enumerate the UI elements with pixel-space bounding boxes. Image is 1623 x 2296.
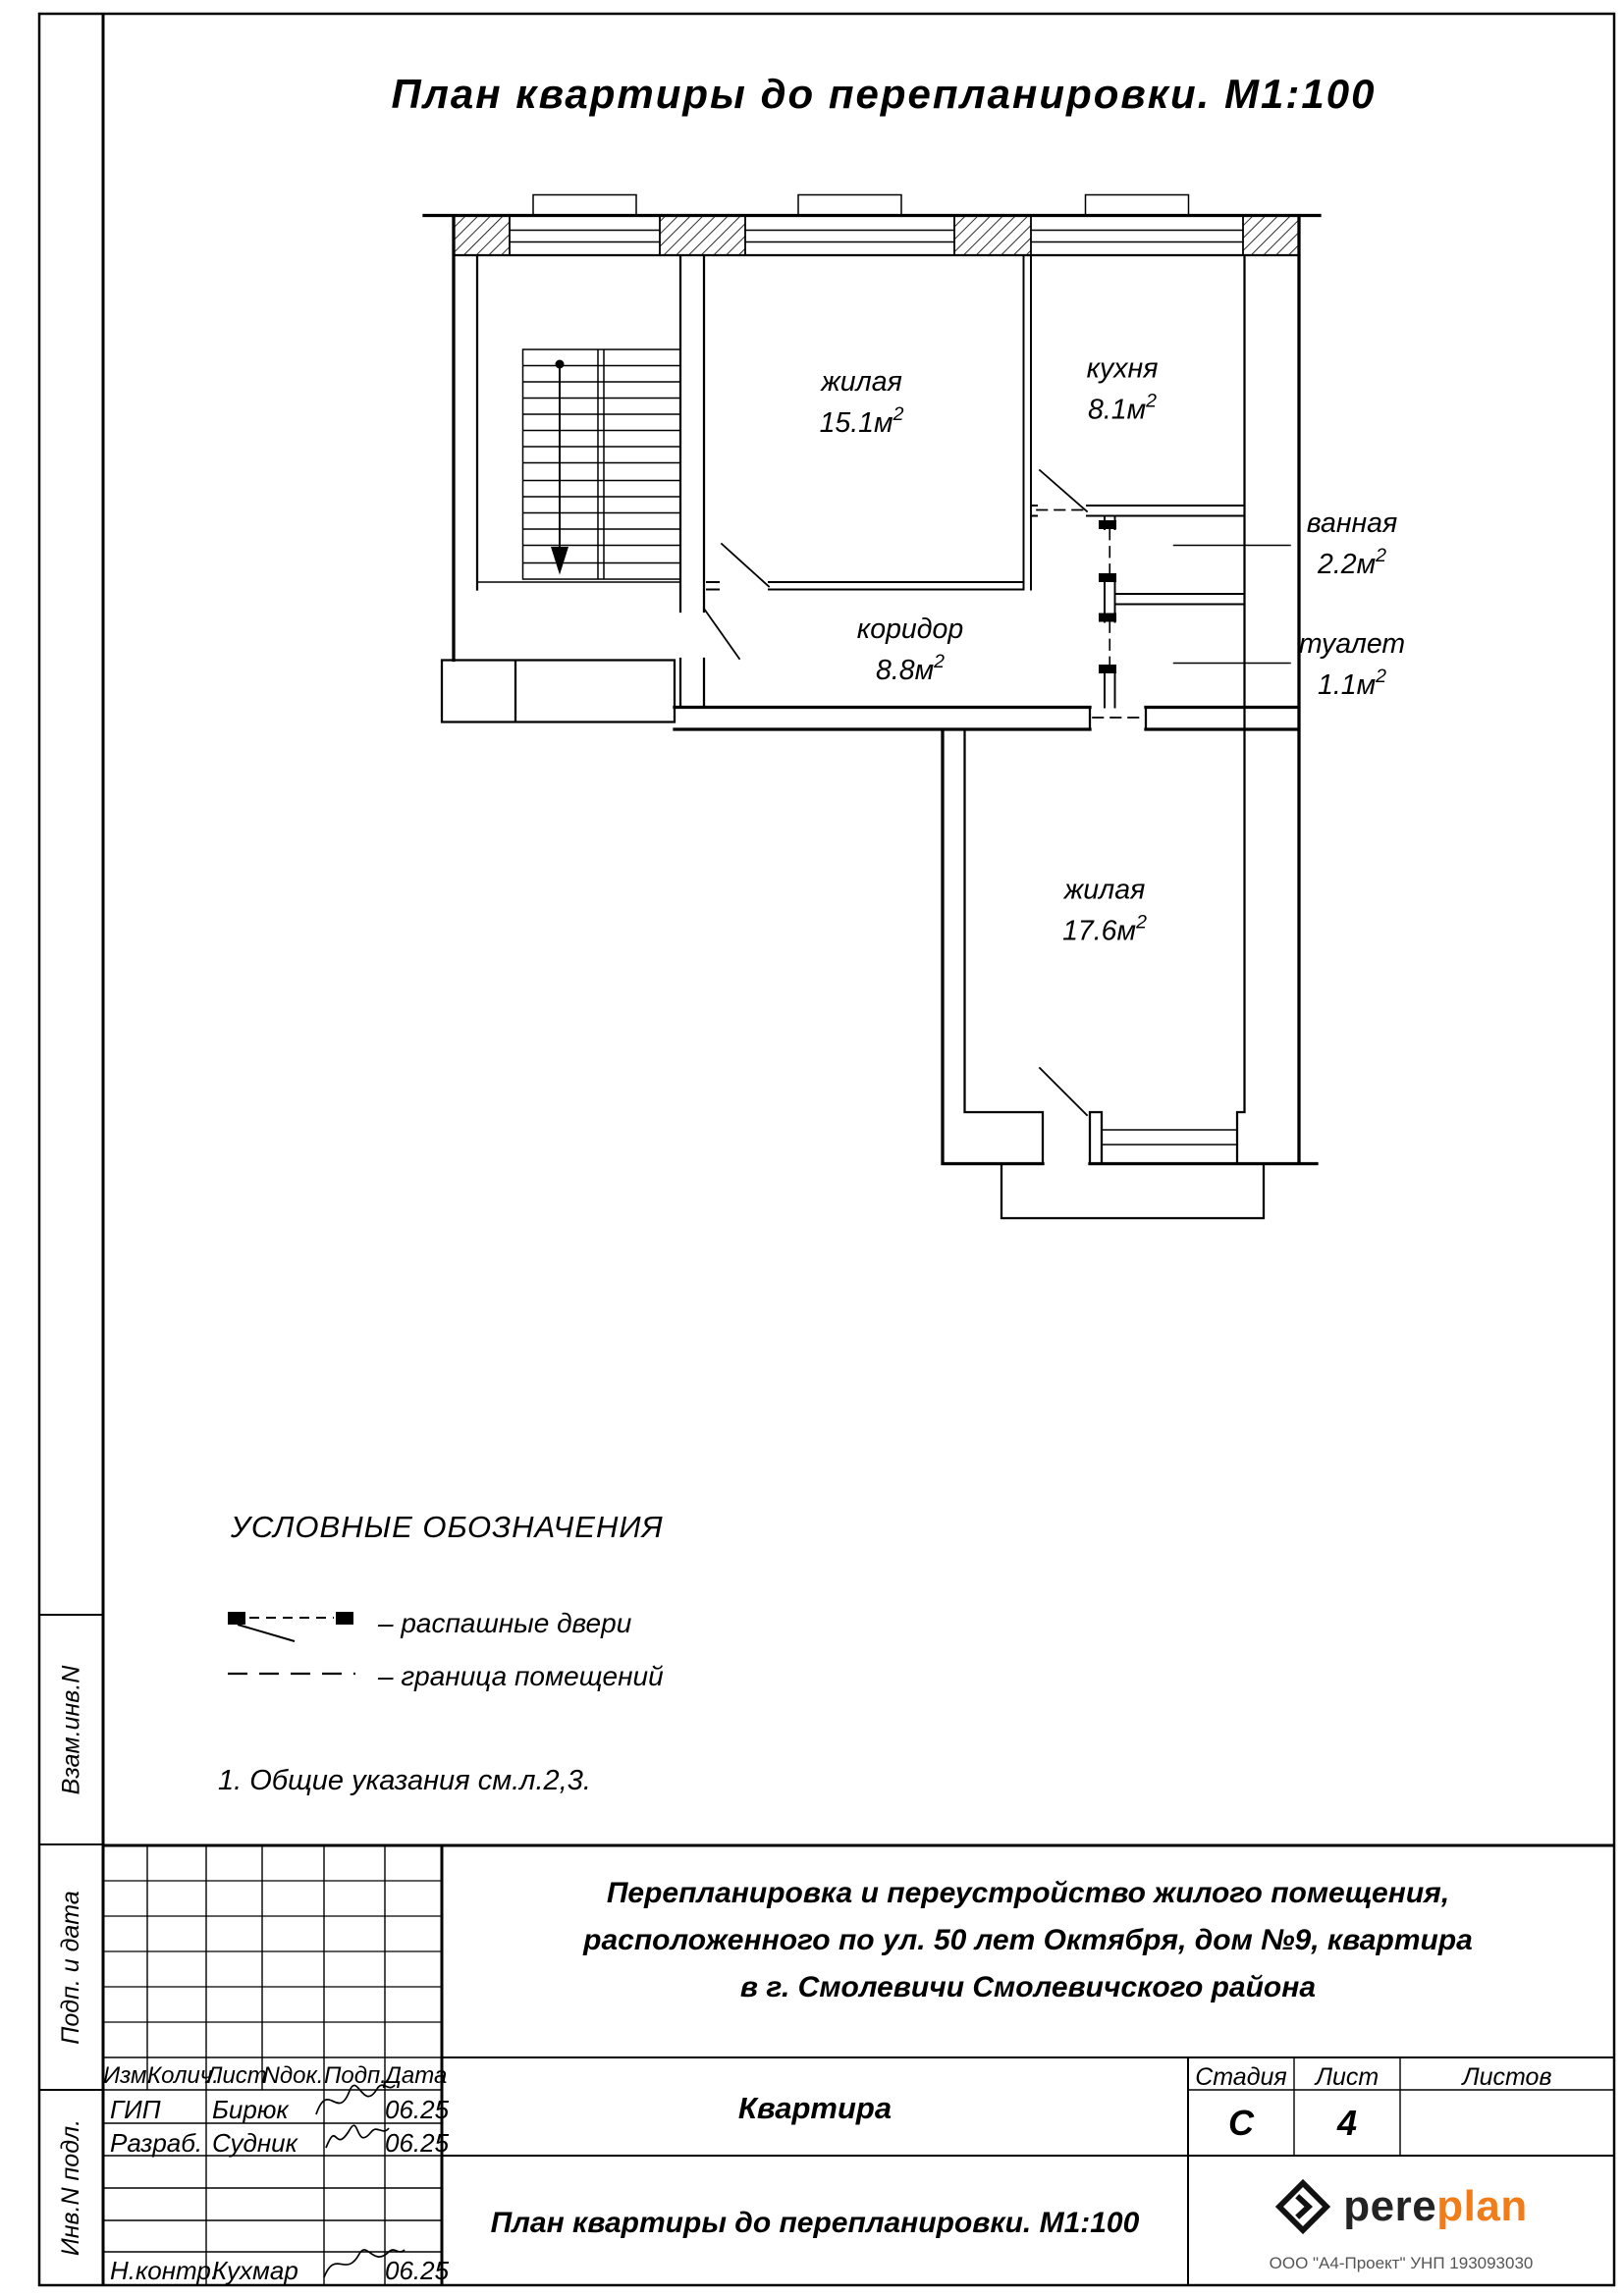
staff-role: ГИП (110, 2095, 161, 2124)
room-label-living-1: жилая 15.1м2 (819, 366, 903, 439)
col-izm: Изм. (103, 2062, 154, 2089)
staff-date: 06.25 (385, 2095, 450, 2124)
org-details: ООО "А4-Проект" УНП 193093030 (1269, 2254, 1534, 2272)
svg-text:15.1м2: 15.1м2 (820, 403, 904, 439)
exterior-walls (422, 213, 1322, 1166)
stage-label: Стадия (1195, 2063, 1287, 2091)
svg-text:ванная: ванная (1307, 507, 1398, 539)
sidebar-box-vzam: Взам.инв.N (39, 1615, 103, 1844)
outer-border (37, 12, 1616, 2287)
wall-piers (453, 214, 1300, 256)
drawing-name: План квартиры до перепланировки. М1:100 (490, 2207, 1140, 2239)
sidebar-box-podp: Подп. и дата (39, 1844, 103, 2090)
svg-text:8.1м2: 8.1м2 (1088, 391, 1157, 426)
room-name: туалет (1299, 628, 1405, 660)
col-data: Дата (385, 2062, 448, 2089)
signature-razrab (325, 2124, 390, 2149)
svg-text:туалет: туалет (1299, 628, 1405, 660)
sheet-label: Лист (1315, 2063, 1380, 2091)
staff-role: Разраб. (110, 2128, 203, 2158)
staff-name: Кухмар (212, 2256, 298, 2285)
project-description-line3: в г. Смолевичи Смолевичского района (739, 1971, 1317, 2003)
room-area: 8.1м (1088, 395, 1146, 426)
room-label-toilet: туалет 1.1м2 (1299, 628, 1405, 701)
swing-doors-icon (228, 1612, 353, 1642)
room-area: 8.8м (876, 655, 934, 686)
room-name: жилая (1062, 875, 1146, 906)
col-kolich: Колич. (147, 2062, 219, 2089)
room-area: 2.2м (1317, 549, 1376, 580)
svg-text:8.8м2: 8.8м2 (876, 651, 945, 686)
stair-arrow-head (551, 547, 568, 575)
project-description-line1: Перепланировка и переустройство жилого п… (606, 1877, 1450, 1909)
general-note: 1. Общие указания см.л.2,3. (218, 1765, 591, 1796)
room-area: 17.6м (1062, 916, 1136, 947)
svg-text:коридор: коридор (857, 614, 963, 645)
room-boundary-dashes (1036, 508, 1144, 719)
staff-date: 06.25 (385, 2128, 450, 2158)
brand-plan: plan (1436, 2182, 1528, 2230)
col-podp: Подп. (324, 2062, 387, 2089)
room-label-corridor: коридор 8.8м2 (857, 614, 963, 686)
sidebar-label: Подп. и дата (57, 1890, 85, 2045)
stage-value: С (1228, 2103, 1254, 2143)
window-sills (532, 193, 1190, 217)
room-labels: жилая 15.1м2 кухня 8.1м2 ванная 2.2м2 ту… (819, 353, 1405, 947)
signature-gip (315, 2084, 396, 2115)
room-boundary-icon (228, 1672, 355, 1676)
org-logo: pereplan (1188, 2171, 1614, 2242)
room-name: ванная (1307, 507, 1398, 539)
room-name: кухня (1087, 353, 1159, 385)
legend-item-boundary: – граница помещений (378, 1661, 664, 1691)
svg-text:2.2м2: 2.2м2 (1317, 545, 1386, 580)
sidebar-label: Взам.инв.N (57, 1665, 84, 1794)
svg-text:кухня: кухня (1087, 353, 1159, 385)
sheet-value: 4 (1336, 2103, 1358, 2143)
sheets-label: Листов (1462, 2063, 1552, 2091)
sidebar-box-inv: Инв.N подл. (39, 2090, 103, 2284)
page-title: План квартиры до перепланировки. М1:100 (391, 71, 1377, 117)
svg-text:жилая: жилая (819, 366, 902, 398)
legend-heading: УСЛОВНЫЕ ОБОЗНАЧЕНИЯ (231, 1510, 664, 1544)
staff-date: 06.25 (385, 2256, 450, 2285)
pereplan-diamond-icon (1275, 2178, 1331, 2235)
room-label-living-2: жилая 17.6м2 (1062, 875, 1147, 947)
legend-item-doors: – распашные двери (378, 1608, 632, 1638)
brand-pere: pere (1343, 2182, 1437, 2230)
project-description-line2: расположенного по ул. 50 лет Октября, до… (583, 1924, 1473, 1956)
room-label-kitchen: кухня 8.1м2 (1087, 353, 1159, 426)
stair-arrow-start (555, 359, 565, 369)
object-name: Квартира (737, 2091, 893, 2125)
interior-walls (440, 253, 1301, 1220)
room-label-bathroom: ванная 2.2м2 (1307, 507, 1398, 580)
brand-wordmark: pereplan (1343, 2185, 1527, 2228)
room-area: 15.1м (820, 407, 893, 439)
staff-role: Н.контр. (110, 2256, 219, 2285)
sidebar-label: Инв.N подл. (57, 2118, 85, 2256)
col-list: Лист (206, 2062, 267, 2089)
staff-name: Судник (212, 2128, 298, 2158)
col-ndok: Nдок. (262, 2062, 324, 2089)
signature-nkontr (323, 2249, 406, 2278)
floor-plan: жилая 15.1м2 кухня 8.1м2 ванная 2.2м2 ту… (422, 193, 1405, 1220)
room-name: коридор (857, 614, 963, 645)
svg-text:жилая: жилая (1062, 875, 1146, 906)
svg-text:17.6м2: 17.6м2 (1062, 912, 1147, 947)
partitions (706, 254, 1246, 709)
staff-name: Бирюк (212, 2095, 289, 2124)
room-area: 1.1м (1318, 669, 1376, 701)
door-leaves (702, 468, 1089, 1117)
room-name: жилая (819, 366, 902, 398)
windows-and-stairs (476, 229, 1291, 1146)
svg-text:1.1м2: 1.1м2 (1318, 666, 1386, 701)
door-posts (551, 359, 1116, 673)
